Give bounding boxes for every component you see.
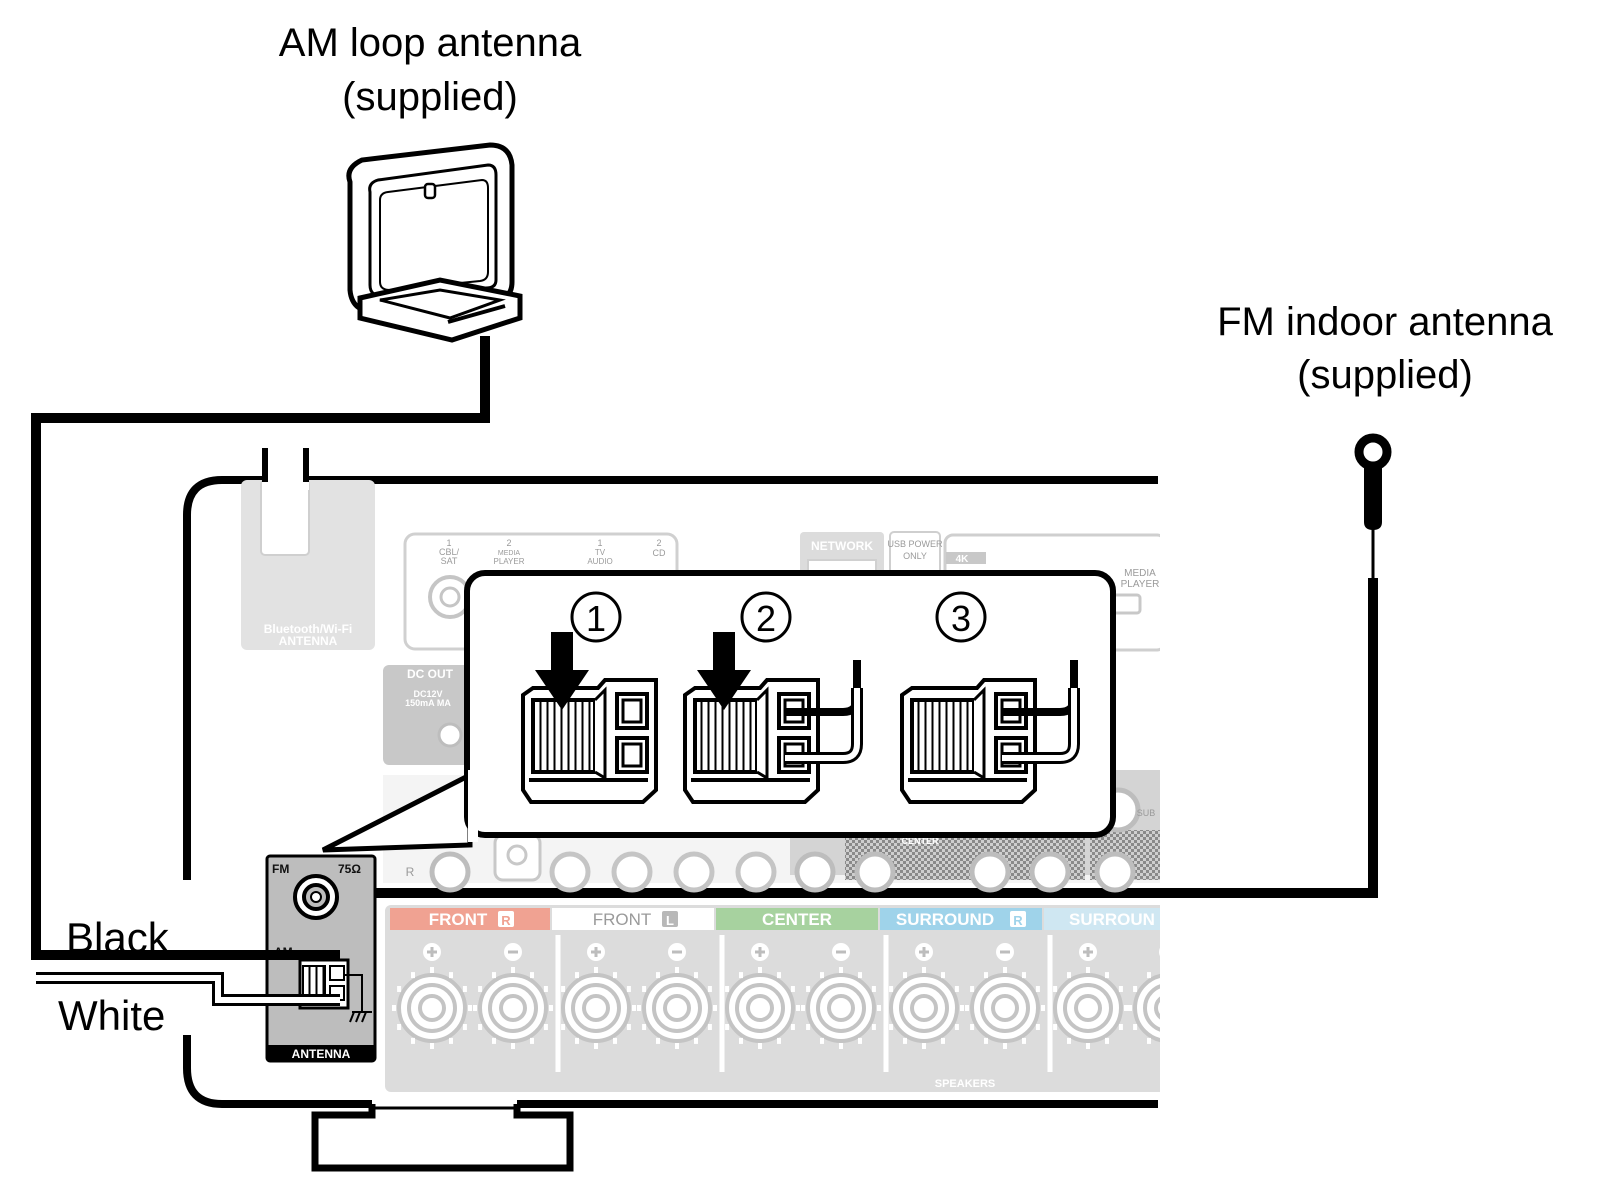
center-small-label: CENTER (901, 836, 939, 846)
bt-antenna-label-1: Bluetooth/Wi-Fi (264, 622, 353, 636)
speakers-label: SPEAKERS (935, 1078, 996, 1090)
speaker-terminal-4 (637, 943, 717, 1049)
speaker-terminal-6 (801, 943, 881, 1049)
speaker-terminal-8 (965, 943, 1045, 1049)
surround-r-badge: R (1013, 913, 1023, 928)
step-2-marker: 2 (740, 591, 792, 643)
speaker-terminal-5 (720, 943, 800, 1049)
front-r-badge: R (501, 913, 511, 928)
input-1-sub1: CBL/ (439, 547, 460, 557)
input-tv-num: 1 (597, 538, 602, 548)
speaker-terminal-1 (392, 943, 472, 1049)
am-antenna-label-2: (supplied) (342, 75, 518, 119)
input-1-sub2: SAT (441, 556, 458, 566)
impedance-label: 75Ω (338, 862, 361, 876)
am-wire-leads (36, 950, 340, 1006)
input-1-label: 1 (446, 538, 451, 548)
fm-antenna-label-2: (supplied) (1297, 353, 1473, 397)
input-2-sub2: PLAYER (494, 557, 525, 566)
fm-antenna-label-1: FM indoor antenna (1217, 300, 1554, 344)
hdmi-media-label-2: PLAYER (1121, 579, 1160, 590)
speaker-terminal-10 (1128, 947, 1160, 1044)
am-loop-antenna-icon (346, 142, 523, 343)
front-l-label: FRONT (593, 910, 652, 929)
input-2-label: 2 (506, 538, 511, 548)
speaker-terminal-2 (473, 943, 553, 1049)
speaker-surround-l-band (1044, 908, 1160, 930)
jack-r-label: R (406, 865, 415, 879)
speaker-terminal-7 (884, 943, 964, 1049)
input-cd-sub: CD (653, 548, 666, 558)
speaker-terminal-9 (1048, 943, 1128, 1049)
sub-label: SUB (1137, 808, 1156, 818)
white-wire-label: White (58, 992, 165, 1039)
svg-text:3: 3 (951, 598, 971, 639)
speaker-center-band (716, 908, 878, 930)
front-l-badge: L (666, 913, 674, 928)
fm-terminal-label: FM (272, 862, 289, 876)
fm-antenna-cable (316, 578, 1378, 898)
hdmi-media-label-1: MEDIA (1124, 568, 1156, 579)
input-tv-sub1: TV (595, 548, 606, 557)
input-tv-sub2: AUDIO (587, 557, 612, 566)
step-3-terminal-icon (900, 660, 1080, 804)
input-2-sub1: MEDIA (498, 550, 521, 557)
usb-label-2: ONLY (903, 551, 927, 561)
step-1-terminal-icon (521, 632, 658, 804)
4k-badge: 4K (956, 554, 970, 565)
am-antenna-cable (31, 336, 490, 960)
am-antenna-label-1: AM loop antenna (279, 21, 582, 65)
surround-l-label: SURROUN (1069, 910, 1155, 929)
svg-text:2: 2 (756, 598, 776, 639)
bt-antenna-label-2: ANTENNA (279, 634, 338, 648)
svg-text:1: 1 (586, 598, 606, 639)
dc-out-label: DC OUT (407, 667, 454, 681)
center-label: CENTER (762, 910, 832, 929)
black-wire-label: Black (66, 914, 170, 961)
callout-zoom: 1 2 3 ① ② ③ (321, 570, 1116, 853)
fm-indoor-antenna-icon (1354, 433, 1392, 580)
dc-spec-1: DC12V (413, 689, 442, 699)
input-cd-num: 2 (656, 538, 661, 548)
receiver-rear-panel: Bluetooth/Wi-Fi ANTENNA 1 CBL/ SAT 2 MED… (183, 440, 1160, 1172)
speaker-surround-r-band (880, 908, 1042, 930)
front-r-label: FRONT (429, 910, 488, 929)
speaker-terminal-3 (556, 943, 636, 1049)
antenna-panel-title: ANTENNA (292, 1047, 351, 1061)
step-3-marker: 3 (935, 591, 987, 643)
dc-spec-2: 150mA MA (405, 698, 451, 708)
antenna-terminal-panel: FM 75Ω AM ANTENNA (265, 854, 377, 1063)
surround-r-label: SURROUND (896, 910, 994, 929)
usb-label-1: USB POWER (887, 539, 943, 549)
step-1-marker: 1 (570, 591, 622, 643)
step-2-terminal-icon (683, 632, 863, 804)
network-label: NETWORK (811, 539, 873, 553)
